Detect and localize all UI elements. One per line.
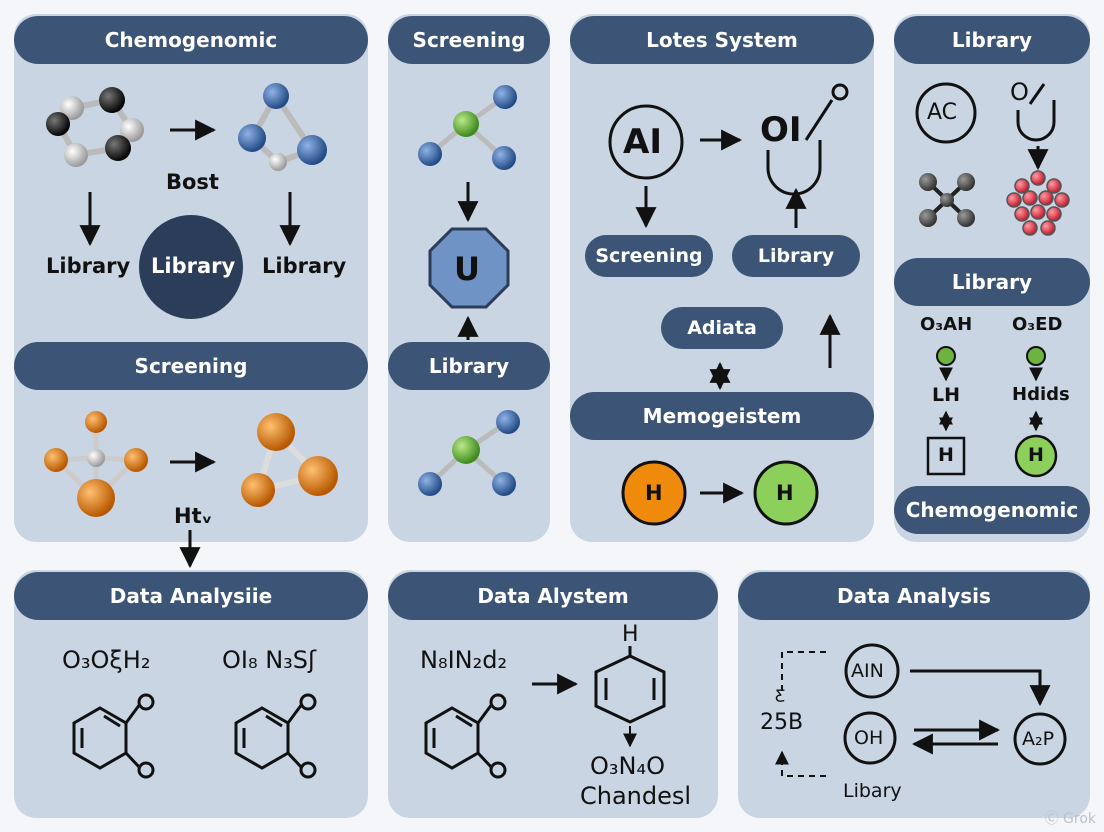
formula-o3ed: O₃ED [1012,314,1063,335]
ac-circle [915,82,977,144]
label-hdids: Hdids [1012,384,1070,405]
dashed-arrow-up-icon [775,750,826,777]
oh-circle-label: OH [854,727,884,749]
label-libary: Libary [843,780,902,802]
benzoquinone-structure [424,693,507,779]
pill-library: Library [732,235,860,277]
header-data-analysis: Data Analysis [738,572,1090,620]
h-box [926,436,966,476]
panel-lotes-system [570,14,874,542]
octagon-u-icon [428,227,510,309]
footer-chemogenomic: Chemogenomic [894,486,1090,534]
bar-memogeistem: Memogeistem [570,392,874,440]
label-bost: Bost [166,170,219,194]
a2p-circle-label: A₂P [1022,728,1055,750]
library-circle [139,215,243,319]
molecule-green-blue-top [418,85,517,170]
formula-o3n4o: O₃N₄O [590,752,665,780]
ai-circle-label: AI [623,122,662,162]
label-25b: 25B [760,710,804,735]
header-screening-left: Screening [14,342,368,390]
green-h-small-letter: H [1028,444,1044,466]
green-h-small-circle [1014,434,1058,478]
label-htv: Htᵥ [174,504,213,528]
molecule-orange-star [44,411,148,517]
small-green-dot [1026,346,1046,366]
label-lh: LH [932,384,961,406]
o-cup-icon [1016,83,1056,142]
h-box-letter: H [938,444,954,466]
label-library-left: Library [46,254,131,278]
benzoquinone-structure-left [72,693,155,779]
orange-circle-letter: H [645,481,663,505]
orange-h-circle [621,460,687,526]
header-lotes-system: Lotes System [570,16,874,64]
formula-right: OI₈ N₃Sʃ [222,646,317,674]
octagon-letter: U [454,250,480,288]
pill-library: Library [388,342,550,390]
molecule-orange-triangle [241,413,338,507]
oi-label: OI [760,110,802,150]
benzoquinone-structure-right [234,693,317,779]
formula-left: O₃OξH₂ [62,646,151,674]
header-library: Library [894,16,1090,64]
pill-adiata: Adiata [661,307,783,349]
cyclohexadiene-structure [594,646,666,724]
label-chandesl: Chandesl [580,782,692,810]
ain-circle [844,643,900,699]
molecule-red-cluster [1006,170,1070,236]
molecule-blue-triangle [238,83,327,171]
ai-circle [608,104,684,180]
label-library-circle: Library [151,254,236,278]
header-data-analysiie: Data Analysiie [14,572,368,620]
subheader-library: Library [894,258,1090,306]
pill-screening: Screening [585,235,713,277]
ac-circle-label: AC [927,100,958,125]
label-25b-small: Ƹ [775,686,786,705]
green-circle-letter: H [776,481,794,505]
label-h-top: H [622,622,639,647]
molecule-gray-x [919,173,975,227]
molecule-green-blue-bottom [418,410,520,496]
label-library-right: Library [262,254,347,278]
oh-circle [843,711,897,765]
ain-circle-label: AIN [851,660,884,682]
header-screening: Screening [388,16,550,64]
a2p-circle [1013,712,1067,766]
watermark: Ⓒ Grok [1044,811,1096,827]
arrow-elbow-icon [910,669,1051,707]
small-green-dot [936,346,956,366]
molecule-black-white-atoms [46,87,144,167]
green-h-circle [753,460,819,526]
o-label: O [1010,78,1029,106]
dashed-connector [781,651,826,696]
formula-n8in2d2: N₈IN₂d₂ [420,646,508,674]
formula-o3ah: O₃AH [920,314,973,335]
header-data-alystem: Data Alystem [388,572,718,620]
header-chemogenomic: Chemogenomic [14,16,368,64]
